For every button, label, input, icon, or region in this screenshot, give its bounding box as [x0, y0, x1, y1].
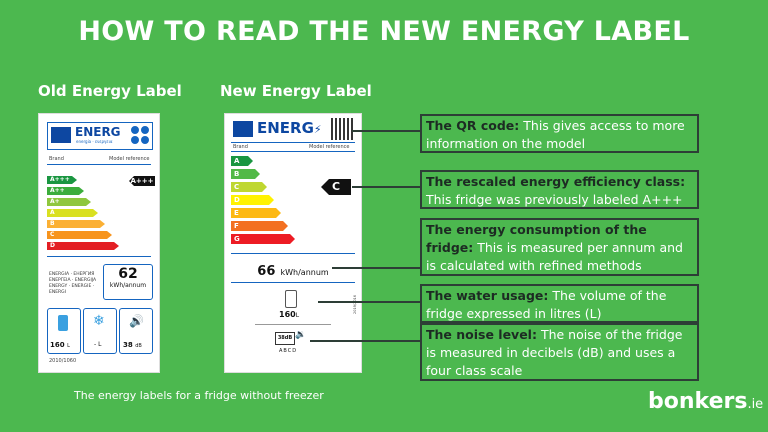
energy-class-bar: C: [47, 231, 112, 239]
brand-logo[interactable]: bonkers.ie: [648, 389, 764, 414]
old-fridge-volume: 160 L: [50, 341, 70, 349]
old-kwh-box: 62 kWh/annum: [103, 264, 153, 300]
energy-class-bar: B: [47, 220, 105, 228]
snowflake-icon: ❄: [93, 313, 105, 329]
energy-class-bar: G: [231, 234, 295, 244]
old-current-class: A+++: [129, 176, 155, 186]
new-current-class: C: [321, 179, 351, 195]
connector-water: [318, 301, 420, 303]
new-noise-classes: ABCD: [279, 348, 298, 354]
callout-qr-code: The QR code: This gives access to more i…: [420, 114, 699, 153]
new-noise-value: 38dB: [275, 332, 295, 345]
speaker-icon: 🔊: [129, 314, 144, 328]
footnote: The energy labels for a fridge without f…: [74, 389, 324, 402]
energy-class-bar: A+++: [47, 176, 77, 184]
callout-water-usage: The water usage: The volume of the fridg…: [420, 284, 699, 323]
new-kwh: 66 kWh/annum: [225, 260, 361, 279]
old-energ-subtitle: energia · ενεργεια: [76, 139, 113, 144]
speaker-icon: 🔉: [295, 330, 307, 340]
new-energ-logo: ENERG⚡: [257, 119, 322, 137]
old-energy-label: ENERG energia · ενεργεια Brand Model ref…: [38, 113, 160, 373]
new-model: Model reference: [309, 144, 350, 150]
callout-energy-class: The rescaled energy efficiency class: Th…: [420, 170, 699, 209]
new-brand: Brand: [233, 144, 248, 150]
old-freezer-volume: - L: [94, 341, 102, 348]
page-title: HOW TO READ THE NEW ENERGY LABEL: [78, 16, 690, 47]
old-fridge-box: 160 L: [47, 308, 81, 354]
eu-flag-icon: [51, 127, 71, 143]
qr-code-icon: [331, 118, 353, 140]
fridge-icon: [285, 290, 297, 308]
new-volume: 160L: [279, 310, 300, 319]
energy-class-bar: C: [231, 182, 267, 192]
old-kwh-value: 62: [118, 266, 138, 282]
energy-class-bar: A: [47, 209, 98, 217]
energy-class-bar: B: [231, 169, 260, 179]
old-kwh-unit: kWh/annum: [109, 282, 147, 289]
old-noise-level: 38 dB: [123, 341, 142, 349]
energy-class-bar: E: [231, 208, 281, 218]
old-noise-box: 🔊 38 dB: [119, 308, 153, 354]
new-kwh-unit: kWh/annum: [280, 268, 329, 277]
new-label-heading: New Energy Label: [220, 82, 372, 100]
connector-energy: [332, 267, 420, 269]
old-label-heading: Old Energy Label: [38, 82, 182, 100]
fridge-icon: [58, 315, 68, 331]
connector-noise: [310, 340, 420, 342]
energy-class-bar: A: [231, 156, 253, 166]
old-regulation: 2010/1060: [49, 358, 77, 364]
callout-energy-consumption: The energy consumption of the fridge: Th…: [420, 218, 699, 276]
eu-flag-icon: [233, 121, 253, 137]
energy-class-bar: A+: [47, 198, 91, 206]
old-energy-lines: ENERGIA · ЕНЕРГИЯ ENEPΓEIA · ENERGIJA EN…: [49, 272, 97, 295]
old-energ-logo: ENERG: [75, 125, 121, 139]
old-freezer-box: ❄ - L: [83, 308, 117, 354]
connector-class: [352, 186, 420, 188]
callout-noise-level: The noise level: The noise of the fridge…: [420, 323, 699, 381]
new-kwh-value: 66: [257, 264, 276, 279]
energy-class-bar: A++: [47, 187, 84, 195]
energy-class-bar: D: [231, 195, 274, 205]
new-side-code: 2019/2016: [353, 295, 357, 314]
old-brand: Brand: [49, 156, 64, 162]
energy-class-bar: D: [47, 242, 119, 250]
old-model: Model reference: [109, 156, 150, 162]
energy-class-bar: F: [231, 221, 288, 231]
connector-qr: [352, 130, 420, 132]
